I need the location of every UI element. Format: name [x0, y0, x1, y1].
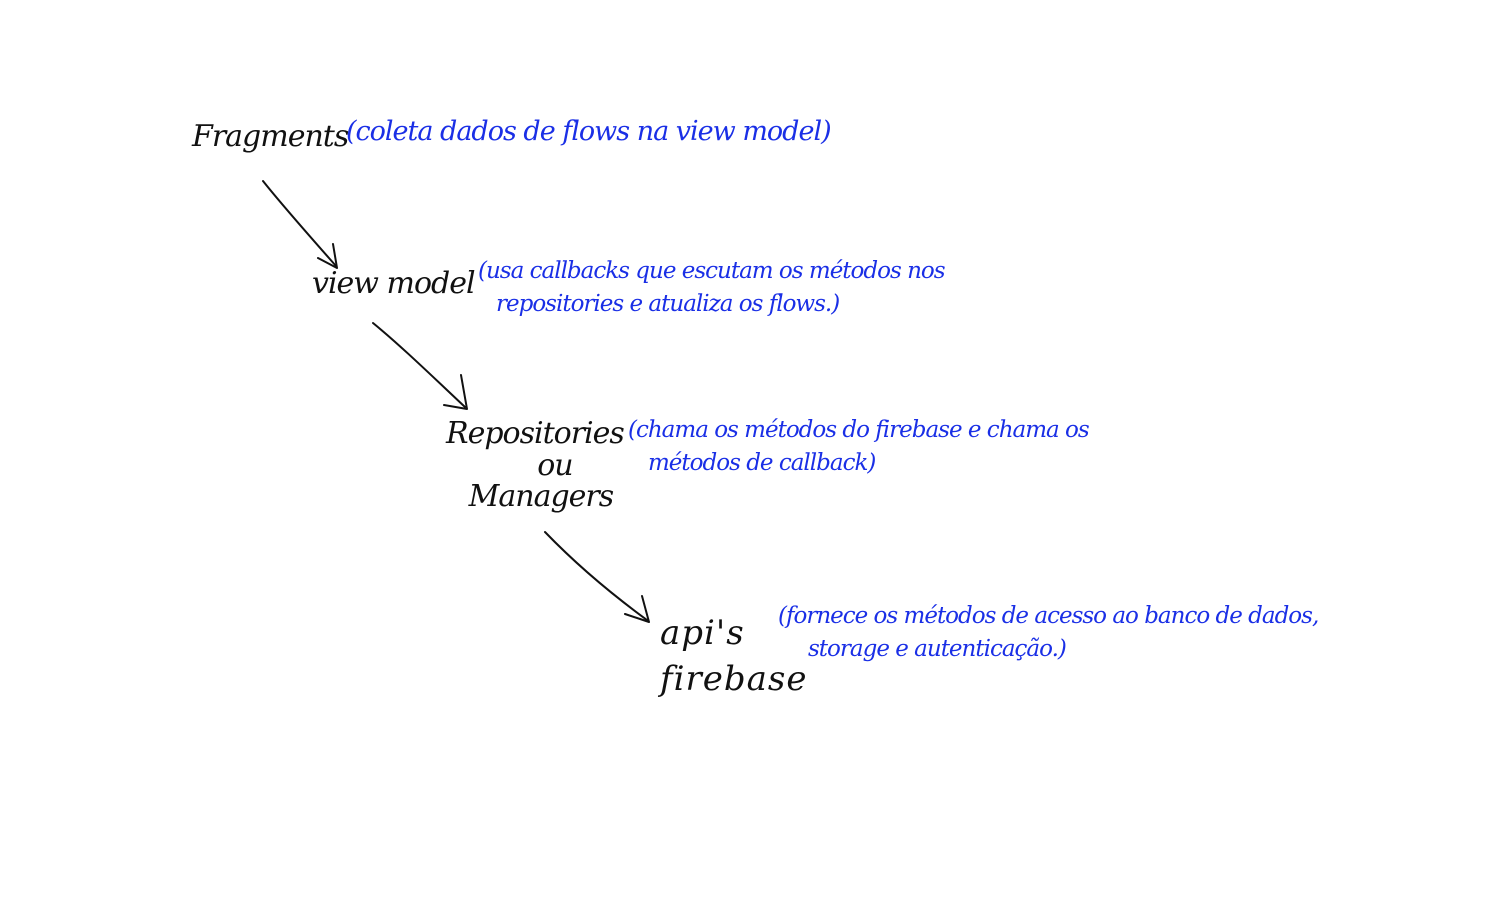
- node-repositories-label-line-3: Managers: [468, 479, 615, 514]
- node-apis-label-line-2: firebase: [660, 658, 808, 699]
- arrow-shaft: [262, 180, 337, 267]
- node-repositories-label-line-1: Repositories: [446, 416, 625, 451]
- arrow-shaft: [372, 322, 466, 408]
- node-fragments-label: Fragments: [192, 119, 349, 154]
- arrow-head: [317, 243, 338, 269]
- node-view-model-label: view model: [312, 266, 476, 301]
- note-view-model-line-2: repositories e atualiza os flows.): [496, 291, 840, 318]
- arrow-viewmodel-to-repositories: [372, 322, 468, 410]
- node-repositories: Repositories ou Managers: [446, 416, 625, 514]
- note-view-model: (usa callbacks que escutam os métodos no…: [478, 255, 946, 322]
- arrow-head: [443, 374, 468, 410]
- note-repositories: (chama os métodos do firebase e chama os…: [628, 414, 1090, 481]
- node-view-model: view model: [312, 266, 476, 301]
- node-repositories-label-line-2: ou: [537, 447, 573, 483]
- arrow-fragments-to-viewmodel: [262, 180, 338, 269]
- note-apis-line-1: (fornece os métodos de acesso ao banco d…: [778, 603, 1319, 629]
- note-repositories-line-2: métodos de callback): [648, 450, 876, 477]
- note-apis-line-2: storage e autenticação.): [808, 636, 1067, 663]
- node-fragments: Fragments: [192, 119, 349, 154]
- node-apis-firebase: api's firebase: [660, 613, 808, 699]
- note-fragments: (coleta dados de flows na view model): [346, 112, 832, 151]
- arrow-repositories-to-apis: [544, 531, 650, 623]
- node-apis-label-line-1: api's: [660, 613, 745, 653]
- note-apis-firebase: (fornece os métodos de acesso ao banco d…: [778, 600, 1319, 667]
- note-view-model-line-1: (usa callbacks que escutam os métodos no…: [478, 258, 946, 284]
- note-repositories-line-1: (chama os métodos do firebase e chama os: [628, 417, 1090, 443]
- arrow-shaft: [544, 531, 648, 621]
- note-fragments-line-1: (coleta dados de flows na view model): [346, 116, 832, 147]
- arrow-head: [624, 595, 650, 623]
